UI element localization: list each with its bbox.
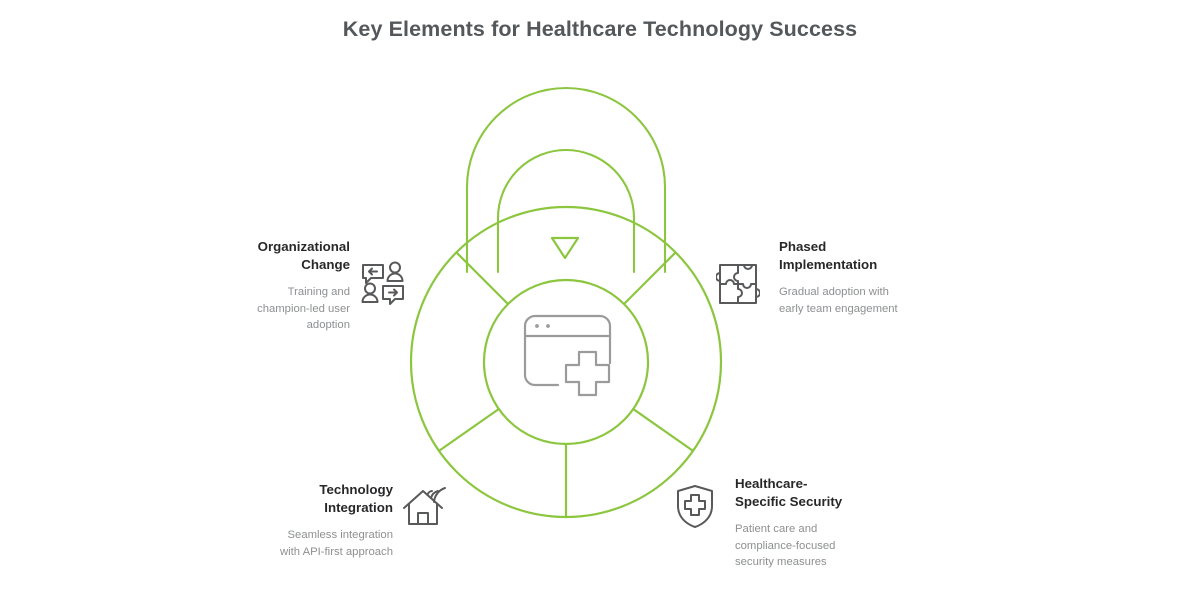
- element-heading: Healthcare- Specific Security: [735, 475, 858, 510]
- people-chat-exchange-icon: [359, 259, 407, 312]
- element-heading-line1: Organizational: [257, 239, 350, 254]
- element-organizational-change[interactable]: Organizational Change Training and champ…: [238, 238, 350, 334]
- donut-segment-dividers: [437, 251, 695, 519]
- element-healthcare-specific-security[interactable]: Healthcare- Specific Security Patient ca…: [735, 475, 858, 571]
- element-heading-line2: Change: [301, 256, 350, 272]
- puzzle-pieces-icon: [715, 261, 761, 312]
- element-body: Training and champion-led user adoption: [257, 286, 350, 332]
- triangle-down-icon: [550, 236, 580, 260]
- element-heading-line1: Technology: [319, 482, 393, 497]
- browser-window-medical-cross-icon: [523, 314, 612, 397]
- element-body: Patient care and compliance-focused secu…: [735, 523, 836, 569]
- element-body: Gradual adoption with early team engagem…: [779, 286, 898, 315]
- element-heading-line2: Implementation: [779, 256, 878, 272]
- element-body: Seamless integration with API-first appr…: [279, 529, 393, 558]
- element-heading-line1: Healthcare-: [735, 476, 808, 491]
- element-heading-line1: Phased: [779, 239, 827, 254]
- element-heading-line2: Integration: [324, 499, 393, 515]
- element-heading: Technology Integration: [268, 481, 393, 516]
- segment-divider-upper-right: [622, 251, 677, 306]
- element-heading: Phased Implementation: [779, 238, 905, 273]
- element-phased-implementation[interactable]: Phased Implementation Gradual adoption w…: [779, 238, 905, 317]
- page-title: Key Elements for Healthcare Technology S…: [342, 17, 858, 41]
- segment-divider-lower-left: [437, 407, 500, 452]
- segment-divider-lower-right: [632, 407, 695, 452]
- padlock-shackle: [465, 86, 667, 274]
- element-technology-integration[interactable]: Technology Integration Seamless integrat…: [268, 481, 393, 560]
- element-heading: Organizational Change: [238, 238, 350, 273]
- shield-medical-cross-icon: [673, 482, 717, 535]
- smart-home-wifi-icon: [401, 484, 451, 535]
- segment-divider-upper-left: [455, 251, 510, 306]
- element-heading-line2: Specific Security: [735, 493, 843, 509]
